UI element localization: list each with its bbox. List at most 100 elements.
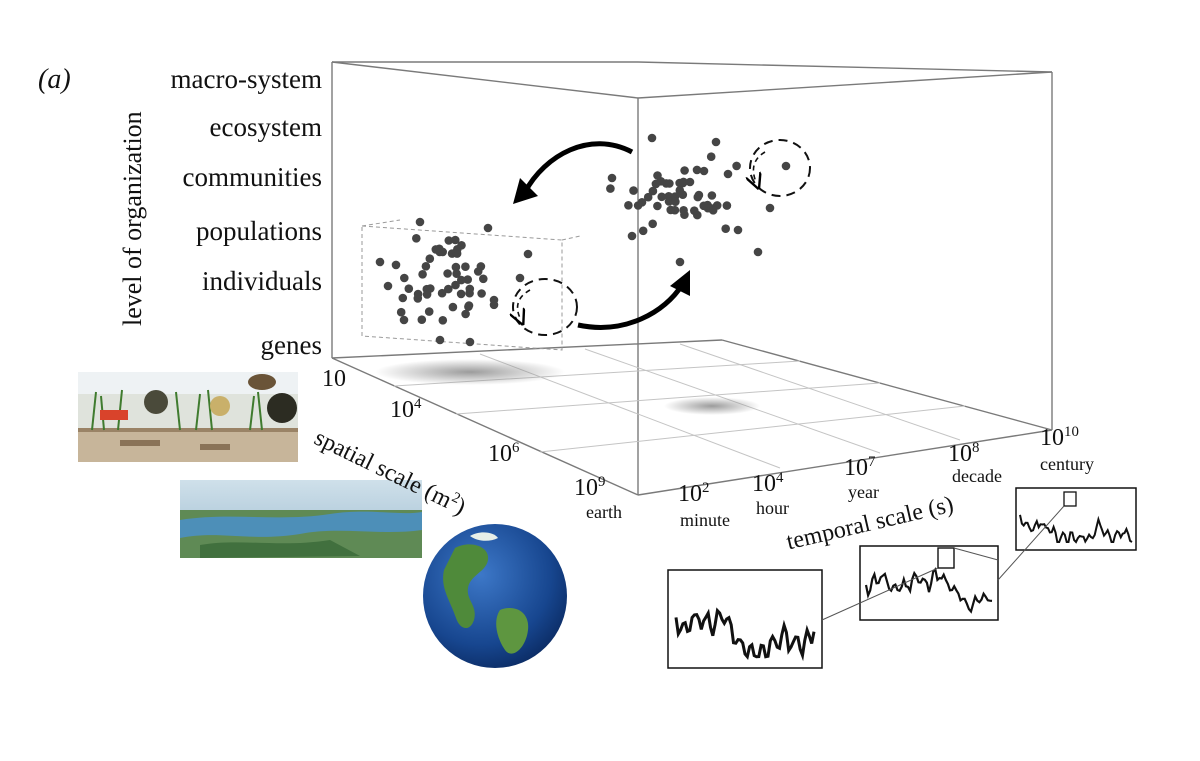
time-series-box-year: [859, 545, 999, 621]
data-dot: [651, 179, 661, 189]
data-dot: [437, 288, 447, 298]
data-dot: [413, 289, 423, 299]
data-dot: [465, 284, 475, 294]
data-dot: [465, 337, 475, 347]
data-dot: [473, 267, 483, 276]
data-dot: [733, 225, 743, 235]
data-dot: [448, 302, 458, 312]
floor-shadow-temporal: [664, 397, 760, 415]
data-dot: [679, 206, 688, 215]
dashed-arrow-right: [753, 151, 766, 182]
curved-arrow-top: [513, 141, 634, 204]
temporal-sublabel-hour: hour: [756, 498, 789, 518]
data-dot: [444, 236, 454, 245]
data-dot: [723, 169, 733, 179]
temporal-tick-minute: 102: [678, 480, 710, 507]
spatial-tick-4: 109: [574, 474, 606, 501]
spatial-tick-3: 106: [488, 440, 520, 467]
data-dot: [606, 184, 615, 193]
temporal-tick-decade: 108: [948, 440, 980, 467]
time-series-box-century: [1015, 487, 1137, 551]
time-series-box-minute: [667, 569, 823, 669]
data-dot: [412, 234, 421, 243]
data-dot: [425, 254, 435, 263]
data-dot: [398, 293, 408, 303]
data-dot: [391, 260, 401, 270]
data-dot: [457, 275, 466, 285]
landscape-aerial-photo: [180, 480, 422, 558]
temporal-sublabel-minute: minute: [680, 510, 730, 530]
data-dot: [422, 290, 432, 299]
data-dot: [675, 186, 685, 195]
data-dot: [417, 315, 427, 325]
curved-arrow-bottom: [577, 270, 690, 330]
level-label-macro-system: macro-system: [170, 64, 322, 94]
data-dot: [461, 309, 470, 319]
data-dot: [461, 262, 470, 272]
data-dot: [438, 316, 448, 325]
dashed-circle-right: [749, 139, 811, 197]
level-label-populations: populations: [196, 216, 322, 246]
level-label-ecosystem: ecosystem: [209, 112, 322, 142]
temporal-sublabel-decade: decade: [952, 466, 1002, 486]
data-dot: [690, 206, 699, 215]
level-label-communities: communities: [182, 162, 322, 192]
panel-label: (a): [38, 64, 71, 95]
data-dot: [692, 165, 702, 175]
data-dot: [707, 191, 717, 200]
data-dot: [693, 192, 703, 202]
data-dot: [477, 289, 486, 298]
data-dot: [708, 206, 718, 215]
data-dot: [627, 231, 637, 241]
data-dot: [653, 201, 662, 211]
data-dot: [523, 249, 533, 259]
data-dot: [400, 273, 409, 283]
data-dot: [464, 301, 474, 310]
temporal-tick-year: 107: [844, 454, 876, 481]
data-dot: [451, 235, 460, 245]
data-dot: [643, 192, 653, 202]
data-dot: [515, 273, 525, 283]
data-dot: [438, 247, 448, 257]
data-dot: [415, 217, 425, 227]
data-dot: [680, 166, 689, 175]
data-dot: [463, 275, 473, 284]
data-dot: [679, 177, 688, 187]
spatial-tick-2: 104: [390, 396, 422, 423]
data-dot: [657, 192, 666, 202]
data-dot: [399, 315, 409, 325]
data-dot: [404, 284, 414, 294]
level-label-individuals: individuals: [202, 266, 322, 296]
data-dot: [732, 161, 741, 171]
data-dot: [421, 262, 431, 271]
data-dot: [647, 133, 657, 143]
data-dot: [706, 152, 716, 161]
data-dot: [675, 257, 685, 267]
data-dot: [483, 223, 493, 233]
inner-dashed-box: [361, 219, 581, 351]
data-dot: [664, 197, 674, 206]
data-dot: [424, 307, 434, 316]
data-dot: [765, 203, 775, 213]
data-dot: [722, 201, 732, 210]
data-dot: [431, 245, 441, 254]
data-dot: [671, 197, 680, 206]
data-dot: [711, 137, 721, 147]
zoom-connector-lines: [821, 505, 1065, 621]
temporal-sublabel-year: year: [848, 482, 879, 502]
earth-globe-illustration: [423, 524, 567, 668]
spatial-tick-1: 10: [322, 366, 346, 392]
temporal-sublabel-century: century: [1040, 454, 1094, 474]
data-cloud-spatial: [375, 217, 533, 347]
data-cloud-temporal: [606, 133, 791, 267]
data-dot: [456, 289, 466, 299]
data-dot: [489, 295, 499, 305]
data-dot: [648, 219, 657, 229]
data-dot: [753, 247, 763, 257]
data-dot: [435, 335, 445, 345]
data-dot: [453, 245, 462, 254]
data-dot: [479, 274, 488, 284]
data-dot: [607, 173, 617, 183]
